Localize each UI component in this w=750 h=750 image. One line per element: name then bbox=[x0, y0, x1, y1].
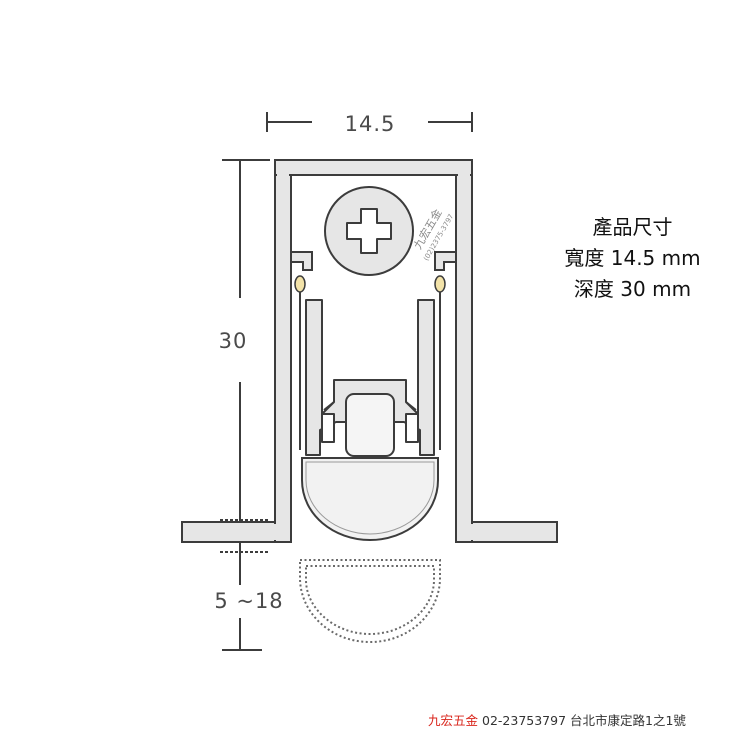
spring-pins bbox=[294, 275, 446, 450]
spec-title: 產品尺寸 bbox=[592, 215, 673, 239]
footer-contact: 九宏五金 02-23753797 台北市康定路1之1號 bbox=[428, 710, 746, 729]
width-dimension bbox=[266, 112, 473, 132]
height-dimension-label: 30 bbox=[219, 329, 248, 353]
footer-brand: 九宏五金 bbox=[428, 713, 479, 728]
inner-carrier bbox=[305, 299, 435, 456]
dropped-seal-outline bbox=[299, 559, 441, 644]
housing-profile bbox=[181, 159, 558, 543]
screw-head bbox=[324, 186, 414, 276]
gap-dimension-label: 5 ~18 bbox=[214, 589, 283, 613]
spec-width: 寬度 14.5 mm bbox=[564, 246, 701, 270]
height-dimension bbox=[222, 159, 270, 522]
floor-gap-marks bbox=[220, 519, 270, 553]
spec-depth: 深度 30 mm bbox=[573, 277, 692, 301]
product-size-spec: 產品尺寸 寬度 14.5 mm 深度 30 mm bbox=[540, 212, 725, 305]
footer-address: 台北市康定路1之1號 bbox=[570, 713, 686, 728]
footer-phone: 02-23753797 bbox=[482, 713, 567, 728]
rubber-seal-strip bbox=[301, 393, 439, 542]
width-dimension-label: 14.5 bbox=[345, 112, 396, 136]
